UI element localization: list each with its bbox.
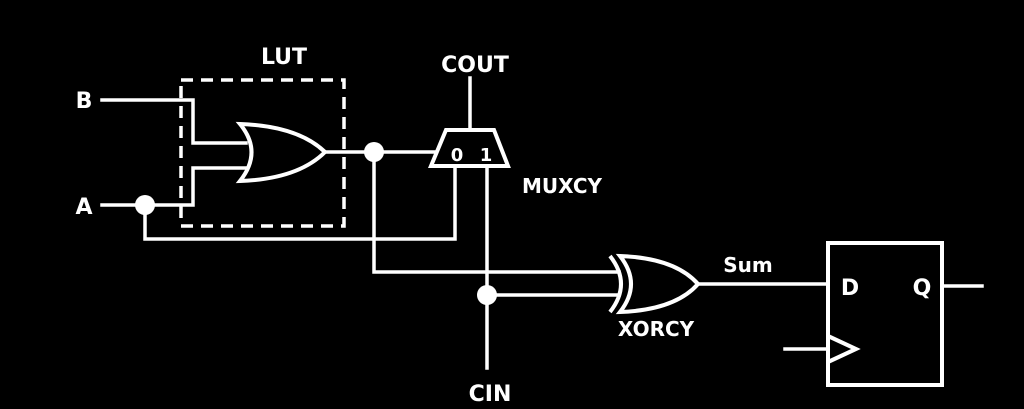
- flip-flop: [826, 241, 944, 387]
- wire-b: [100, 98, 248, 145]
- cout-label: COUT: [441, 53, 509, 78]
- wire-a-to-mux: [143, 164, 457, 241]
- lut-boundary: [179, 78, 346, 228]
- clock-triangle: [827, 334, 861, 364]
- muxcy: [428, 128, 511, 168]
- junction-a: [135, 195, 155, 215]
- input-b-label: B: [76, 89, 93, 114]
- xorcy-gate: [615, 253, 701, 315]
- wire-lut-to-xor: [372, 150, 621, 274]
- ff-q-label: Q: [913, 276, 932, 301]
- xorcy-back-arc: [608, 254, 623, 314]
- wire-a: [100, 166, 248, 207]
- ff-d-label: D: [841, 276, 859, 301]
- sum-label: Sum: [723, 253, 772, 277]
- lut-label: LUT: [261, 45, 307, 70]
- xorcy-label: XORCY: [618, 317, 695, 341]
- muxcy-label: MUXCY: [522, 174, 603, 198]
- mux-in0-label: 0: [451, 145, 464, 166]
- input-a-label: A: [75, 195, 92, 220]
- or-gate: [235, 121, 328, 184]
- mux-in1-label: 1: [480, 145, 493, 166]
- cin-label: CIN: [469, 382, 512, 407]
